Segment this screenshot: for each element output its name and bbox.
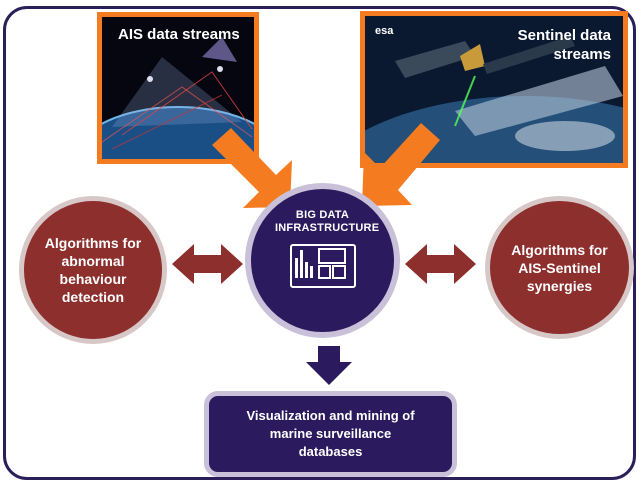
- abnormal-behaviour-label: Algorithms for abnormal behaviour detect…: [44, 235, 142, 305]
- ais-photo-title: AIS data streams: [118, 26, 240, 43]
- visualization-mining-label: Visualization and mining of marine surve…: [246, 408, 415, 459]
- right-double-arrow: [405, 244, 476, 284]
- ais-sentinel-synergies-node: Algorithms for AIS-Sentinel synergies: [485, 196, 634, 339]
- esa-logo: esa: [375, 25, 394, 37]
- visualization-mining-node: Visualization and mining of marine surve…: [204, 391, 457, 477]
- big-data-node: BIG DATA INFRASTRUCTURE: [245, 183, 400, 338]
- left-double-arrow: [172, 244, 243, 284]
- abnormal-behaviour-node: Algorithms for abnormal behaviour detect…: [19, 196, 167, 344]
- big-data-label: BIG DATA INFRASTRUCTURE: [275, 209, 380, 234]
- ais-sentinel-synergies-label: Algorithms for AIS-Sentinel synergies: [511, 241, 608, 294]
- outer-frame: [3, 6, 636, 480]
- center-to-bottom-arrow: [306, 346, 352, 385]
- sentinel-to-center-arrow: [362, 123, 440, 206]
- ais-to-center-arrow: [212, 128, 292, 208]
- dashboard-icon: [289, 244, 356, 288]
- sentinel-photo-title: Sentinel data streams: [517, 27, 611, 63]
